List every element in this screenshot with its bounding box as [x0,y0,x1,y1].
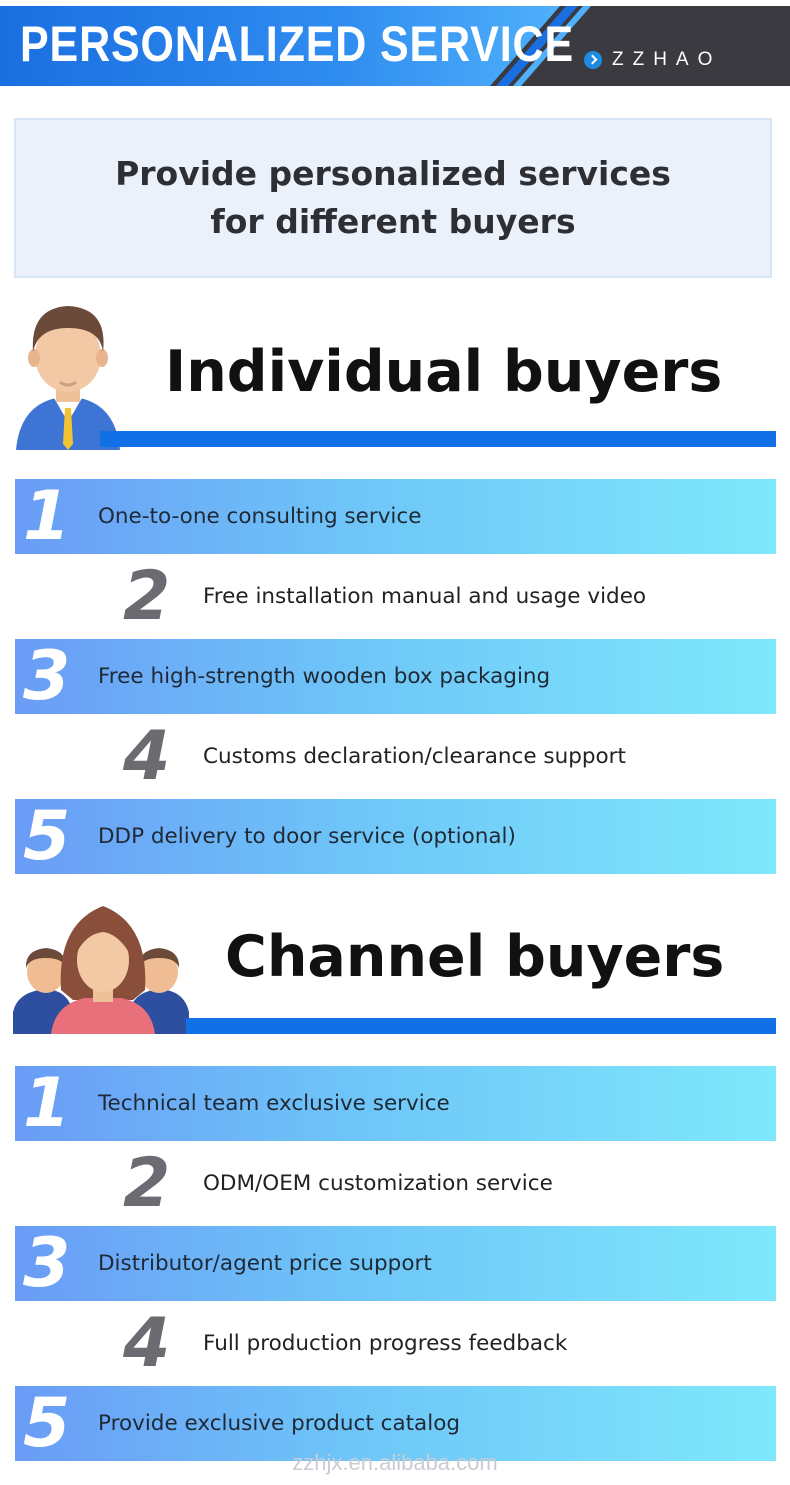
channel-item-1: 1 Technical team exclusive service [15,1066,776,1141]
brand-logo: ZZHAO [584,48,721,72]
item-label: Free high-strength wooden box packaging [98,664,551,689]
chevron-circle-icon [584,51,602,69]
item-label: Free installation manual and usage video [203,584,647,609]
item-label: Distributor/agent price support [98,1251,432,1276]
individual-buyers-title: Individual buyers [165,339,723,405]
item-label: Provide exclusive product catalog [98,1411,460,1436]
channel-buyers-title: Channel buyers [225,924,725,990]
channel-item-3: 3 Distributor/agent price support [15,1226,776,1301]
item-number: 3 [23,1224,71,1303]
item-number: 5 [23,1384,71,1463]
item-number: 1 [23,1064,71,1143]
banner-title: PERSONALIZED SERVICE [20,16,575,72]
item-label: One-to-one consulting service [98,504,422,529]
individual-item-4: 4 Customs declaration/clearance support [15,719,776,794]
item-label: DDP delivery to door service (optional) [98,824,516,849]
group-avatar-icon [13,906,189,1034]
individual-section-bar [100,431,776,447]
item-number: 2 [123,1144,171,1223]
header-banner: PERSONALIZED SERVICE ZZHAO [0,0,790,86]
item-number: 2 [123,557,171,636]
brand-name: ZZHAO [612,49,722,70]
item-number: 1 [23,477,71,556]
individual-item-1: 1 One-to-one consulting service [15,479,776,554]
individual-item-2: 2 Free installation manual and usage vid… [15,559,776,634]
item-label: Customs declaration/clearance support [203,744,626,769]
individual-item-5: 5 DDP delivery to door service (optional… [15,799,776,874]
item-number: 4 [123,1304,171,1383]
intro-line-1: Provide personalized services [115,154,671,193]
watermark: zzhjx.en.alibaba.com [292,1450,498,1475]
intro-line-2: for different buyers [210,202,576,241]
channel-item-2: 2 ODM/OEM customization service [15,1146,776,1221]
item-number: 5 [23,797,71,876]
intro-box: Provide personalized services for differ… [14,118,772,278]
item-label: Full production progress feedback [203,1331,568,1356]
channel-item-4: 4 Full production progress feedback [15,1306,776,1381]
item-label: Technical team exclusive service [98,1091,450,1116]
item-label: ODM/OEM customization service [203,1171,553,1196]
businessman-avatar-icon [16,306,120,450]
channel-section-bar [186,1018,776,1034]
item-number: 3 [23,637,71,716]
item-number: 4 [123,717,171,796]
channel-item-5: 5 Provide exclusive product catalog [15,1386,776,1461]
individual-item-3: 3 Free high-strength wooden box packagin… [15,639,776,714]
